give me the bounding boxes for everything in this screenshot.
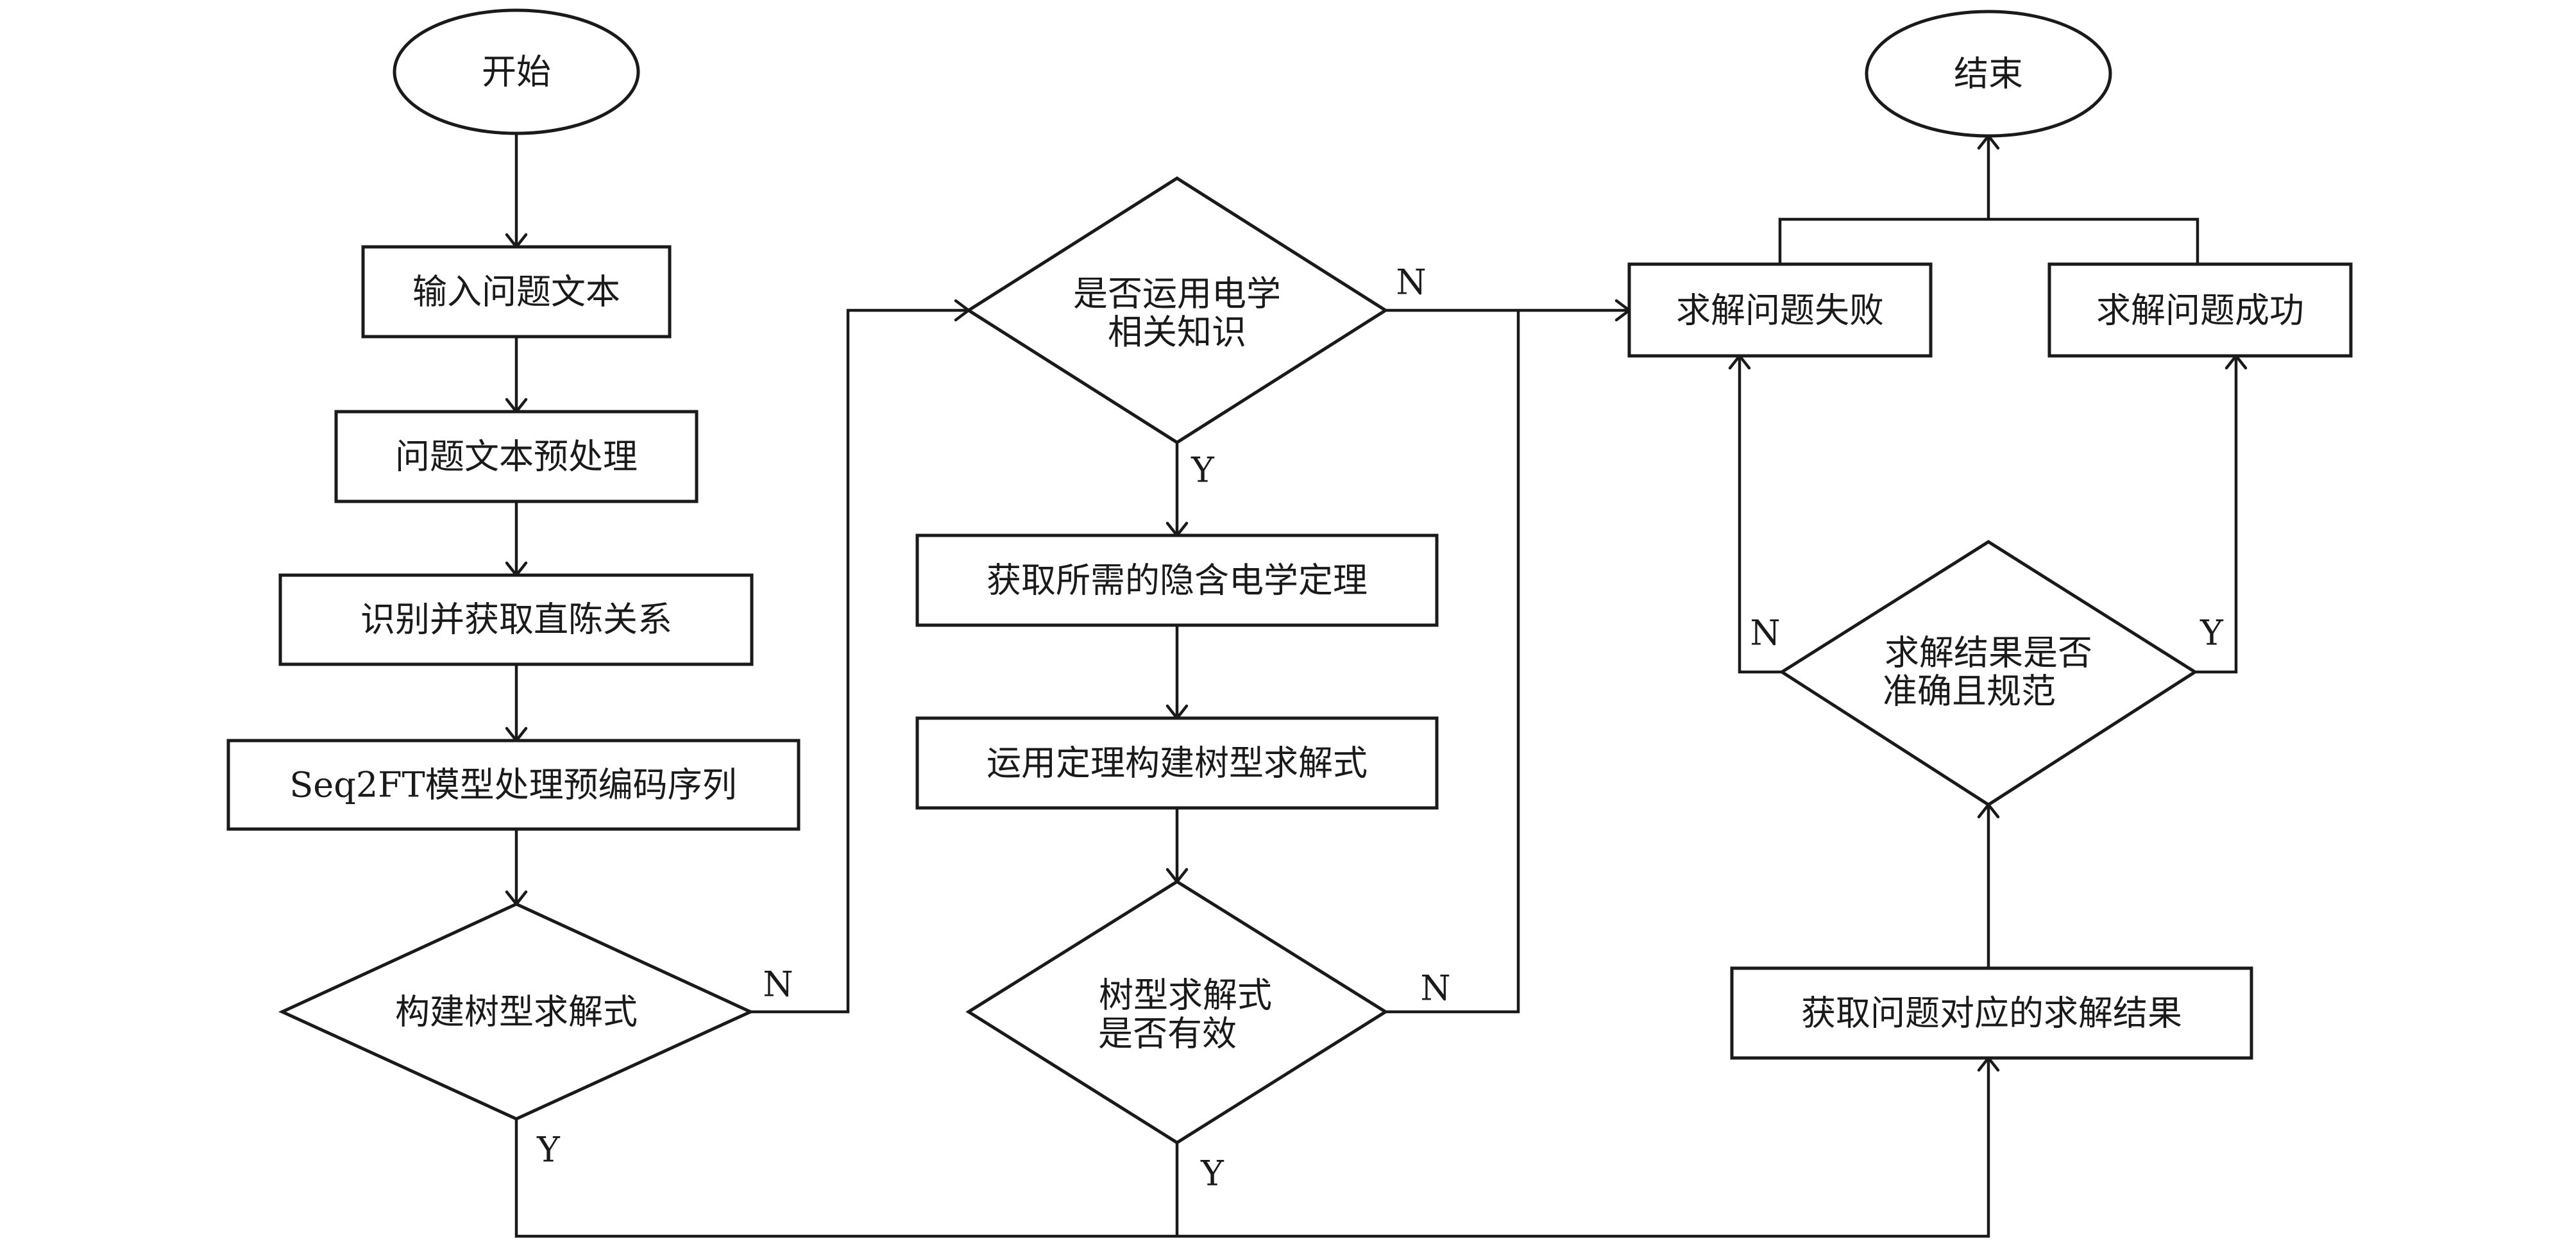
elec-no-label: N [1396,262,1426,303]
edge-labels: N Y N Y N Y N Y [536,262,2224,1194]
build-yes-label: Y [536,1130,561,1170]
use-elec-label-2: 相关知识 [1108,312,1246,353]
identify-box: 识别并获取直陈关系 [278,573,754,666]
check-label-2: 准确且规范 [1883,671,2056,712]
start-terminal: 开始 [393,8,640,135]
success-box: 求解问题成功 [2047,262,2353,358]
build-no-label: N [763,964,793,1005]
success-label: 求解问题成功 [2096,290,2304,331]
check-result-decision: 求解结果是否 准确且规范 [1779,540,2198,807]
preprocess-label: 问题文本预处理 [395,437,638,477]
fail-label: 求解问题失败 [1676,290,1884,331]
use-elec-label-1: 是否运用电学 [1073,274,1281,314]
elec-yes-label: Y [1191,450,1215,491]
get-theorem-box: 获取所需的隐含电学定理 [915,533,1439,627]
valid-decision: 树型求解式 是否有效 [965,880,1389,1145]
preprocess-box: 问题文本预处理 [334,410,699,503]
connectors [514,133,2238,1238]
check-label-1: 求解结果是否 [1885,633,2092,673]
build-tree-label: 构建树型求解式 [395,992,638,1032]
end-terminal: 结束 [1865,10,2112,138]
build-tree-decision: 构建树型求解式 [278,902,754,1121]
check-yes-label: Y [2199,613,2224,653]
valid-no-label: N [1420,968,1450,1009]
apply-theorem-label: 运用定理构建树型求解式 [987,743,1368,784]
input-text-label: 输入问题文本 [412,272,620,312]
valid-label-1: 树型求解式 [1099,975,1272,1016]
use-elec-decision: 是否运用电学 相关知识 [965,176,1389,444]
valid-label-2: 是否有效 [1098,1014,1237,1054]
apply-theorem-box: 运用定理构建树型求解式 [915,716,1439,810]
seq2ft-label: Seq2FT模型处理预编码序列 [289,765,736,805]
fail-box: 求解问题失败 [1627,262,1933,358]
get-result-box: 获取问题对应的求解结果 [1730,966,2253,1060]
end-label: 结束 [1954,54,2023,94]
input-text-box: 输入问题文本 [361,245,672,339]
start-label: 开始 [482,52,551,92]
valid-yes-label: Y [1200,1154,1224,1194]
check-no-label: N [1750,613,1780,653]
get-result-label: 获取问题对应的求解结果 [1801,993,2182,1034]
seq2ft-box: Seq2FT模型处理预编码序列 [226,739,801,831]
get-theorem-label: 获取所需的隐含电学定理 [987,560,1368,601]
identify-label: 识别并获取直陈关系 [360,600,672,640]
